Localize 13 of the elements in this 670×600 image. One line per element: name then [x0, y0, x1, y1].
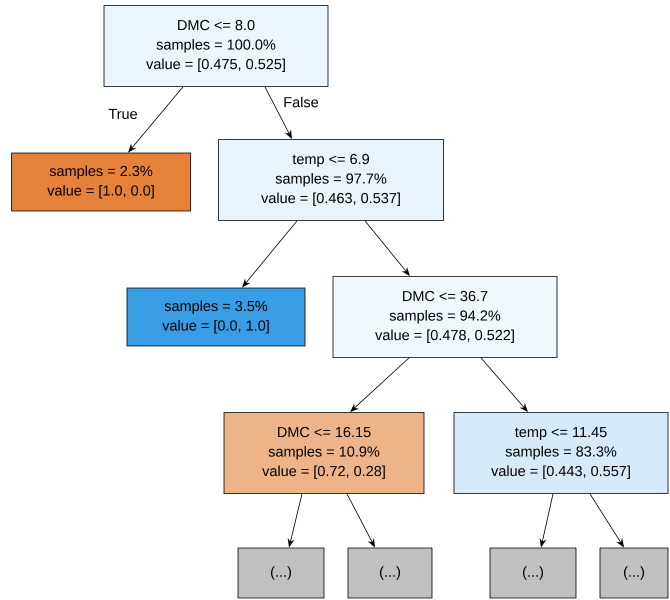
split-box: temp <= 6.9 samples = 97.7% value = [0.463, 0.537]: [218, 139, 444, 221]
ellipsis-box: (...): [600, 548, 668, 598]
edge-label: False: [282, 96, 320, 108]
split-box: DMC <= 16.15 samples = 10.9% value = [0.72, 0.28]: [224, 412, 424, 494]
ellipsis-box: (...): [348, 548, 432, 598]
split-box: DMC <= 36.7 samples = 94.2% value = [0.478, 0.522]: [332, 276, 558, 358]
ellipsis-box: (...): [490, 548, 576, 598]
edge-label: True: [107, 108, 139, 120]
ellipsis-box: (...): [238, 548, 324, 598]
leaf-box: samples = 2.3% value = [1.0, 0.0]: [11, 152, 191, 212]
split-box: temp <= 11.45 samples = 83.3% value = [0.443, 0.557]: [454, 412, 668, 494]
split-box: DMC <= 8.0 samples = 100.0% value = [0.475, 0.525]: [104, 5, 328, 87]
leaf-box: samples = 3.5% value = [0.0, 1.0]: [126, 288, 306, 346]
